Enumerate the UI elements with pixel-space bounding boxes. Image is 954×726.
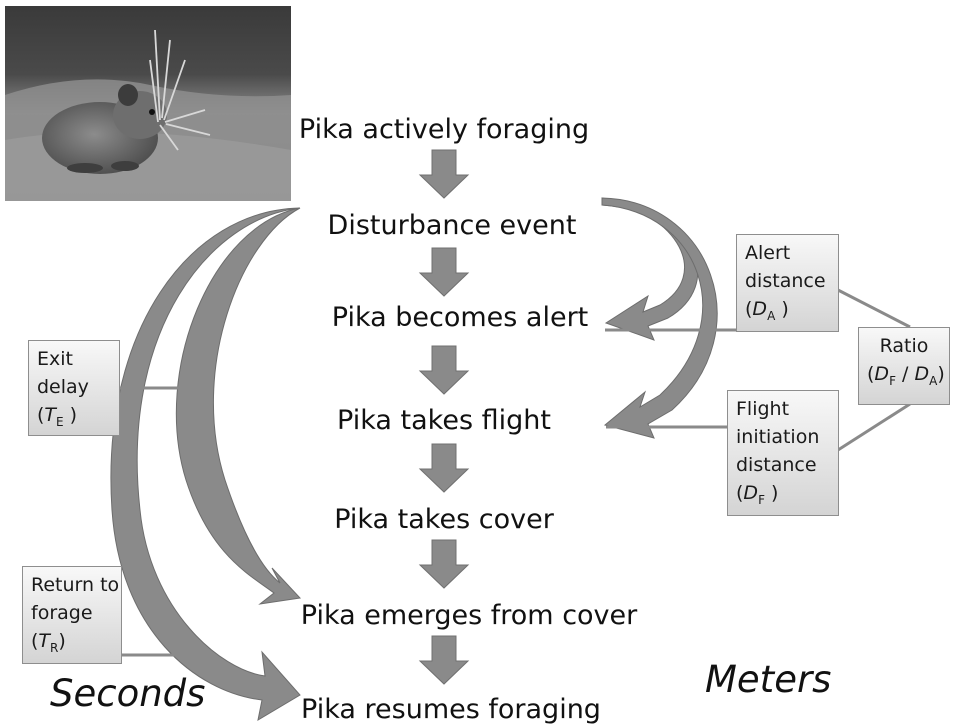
curved-arrow-disturbance-to-alert — [601, 197, 699, 341]
meters-label: Meters — [705, 658, 832, 701]
pika-photo — [5, 6, 291, 201]
return-to-forage-box: Return to forage (TR) — [22, 566, 122, 664]
step-actively-foraging: Pika actively foraging — [298, 114, 590, 145]
step-takes-cover: Pika takes cover — [334, 504, 554, 535]
alert-distance-symbol: (DA ) — [745, 298, 789, 323]
curved-arrow-disturbance-to-emerges — [175, 207, 302, 605]
return-to-forage-line1: Return to — [31, 574, 120, 596]
down-arrows — [418, 149, 470, 685]
alert-distance-line1: Alert — [745, 242, 791, 264]
step-takes-flight: Pika takes flight — [337, 405, 551, 436]
flight-initiation-distance-box: Flight initiation distance (DF ) — [727, 390, 839, 516]
step-becomes-alert: Pika becomes alert — [331, 302, 589, 333]
flight-initiation-line3: distance — [736, 454, 817, 476]
exit-delay-line2: delay — [37, 376, 89, 398]
step-resumes-foraging: Pika resumes foraging — [301, 694, 601, 725]
alert-distance-line2: distance — [745, 270, 826, 292]
return-to-forage-symbol: (TR) — [31, 630, 66, 655]
curved-arrow-disturbance-to-resumes — [110, 207, 301, 722]
flight-initiation-line1: Flight — [736, 398, 790, 420]
step-disturbance-event: Disturbance event — [327, 210, 577, 241]
flight-initiation-symbol: (DF ) — [736, 482, 779, 507]
exit-delay-box: Exit delay (TE ) — [28, 340, 120, 436]
ratio-formula: (DF / DA) — [867, 363, 945, 388]
connector-lines — [120, 288, 911, 657]
exit-delay-symbol: (TE ) — [37, 404, 78, 429]
alert-distance-box: Alert distance (DA ) — [736, 234, 839, 332]
return-to-forage-line2: forage — [31, 602, 93, 624]
flight-initiation-line2: initiation — [736, 426, 820, 448]
ratio-box: Ratio (DF / DA) — [858, 327, 950, 405]
ratio-label: Ratio — [879, 335, 929, 357]
exit-delay-line1: Exit — [37, 348, 73, 370]
seconds-label: Seconds — [50, 672, 206, 715]
curved-arrow-disturbance-to-flight — [601, 197, 718, 439]
step-emerges-from-cover: Pika emerges from cover — [300, 600, 638, 631]
